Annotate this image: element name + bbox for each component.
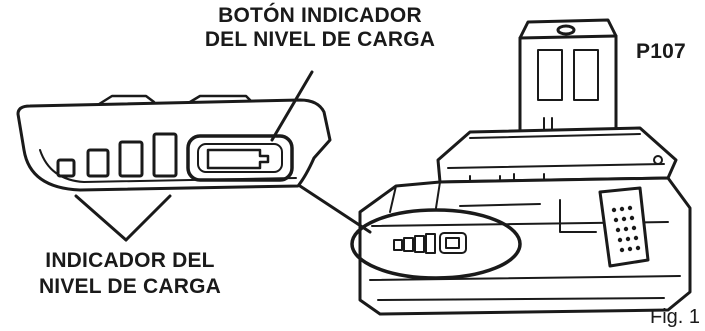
battery-latch [598, 186, 650, 268]
charge-indicator-label-line1: INDICADOR DEL [45, 249, 215, 272]
leader-lines [74, 70, 372, 242]
charge-level-button [186, 134, 294, 182]
figure-caption: Fig. 1 [650, 306, 701, 328]
battery-fuel-gauge [393, 232, 467, 254]
battery-pack [350, 18, 692, 316]
level-indicator-bars [56, 132, 178, 178]
charge-button-label-line2: DEL NIVEL DE CARGA [204, 28, 436, 51]
indicator-leader-right [124, 194, 172, 242]
gauge-highlight-ellipse [350, 208, 522, 280]
battery-top-deck [436, 126, 678, 197]
indicator-leader-left [74, 194, 128, 242]
charge-indicator-label-line2: NIVEL DE CARGA [38, 275, 222, 298]
zoom-inset [16, 94, 332, 192]
charge-indicator-label: INDICADOR DEL NIVEL DE CARGA [8, 248, 252, 300]
inset-to-battery-line [298, 184, 372, 234]
button-leader-line [270, 70, 314, 142]
model-number: P107 [636, 40, 686, 63]
battery-terminal-tower [518, 18, 618, 134]
charge-button-label-line1: BOTÓN INDICADOR [218, 4, 422, 27]
charge-button-label: BOTÓN INDICADOR DEL NIVEL DE CARGA [180, 4, 460, 52]
